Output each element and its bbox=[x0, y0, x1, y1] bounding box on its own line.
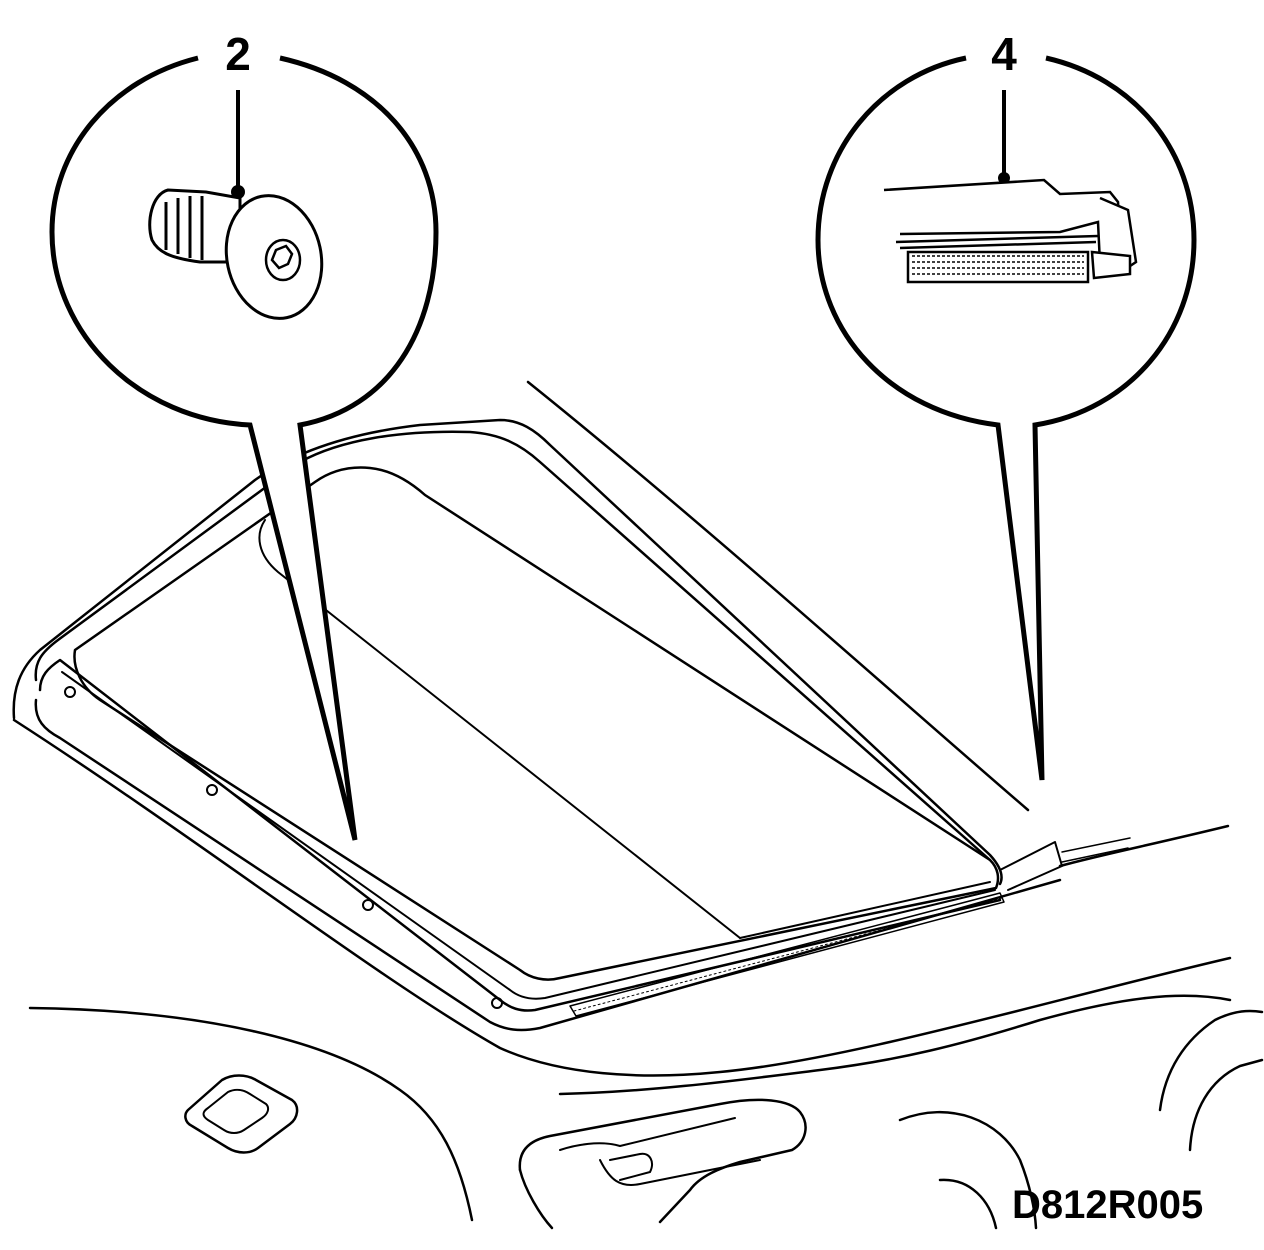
callout-2-bubble bbox=[49, 55, 439, 841]
screw-hole bbox=[64, 686, 76, 698]
right-trim-arc bbox=[1158, 1009, 1264, 1112]
callout-4-dot bbox=[998, 172, 1010, 184]
console-cylinder bbox=[609, 1152, 653, 1181]
seal-strip-hatch bbox=[573, 897, 1003, 1012]
dome-light bbox=[184, 1074, 299, 1154]
screw-hole bbox=[362, 899, 374, 911]
dome-light-inner bbox=[202, 1088, 270, 1134]
roof-panel-drawing bbox=[12, 380, 1264, 1230]
right-pillar-line bbox=[898, 1111, 1038, 1230]
torx-screw-icon bbox=[148, 188, 324, 320]
console-recess bbox=[559, 1117, 761, 1186]
callout-2: 2 bbox=[49, 28, 439, 841]
seal-channel bbox=[999, 841, 1063, 891]
frame-lower-rail bbox=[34, 698, 1062, 1032]
console-side bbox=[518, 1168, 554, 1230]
seal-strip-icon bbox=[883, 178, 1138, 284]
headliner-line-upper bbox=[12, 718, 1232, 1077]
right-trim-arc-inner bbox=[1188, 1058, 1264, 1152]
callout-4: 4 bbox=[815, 28, 1197, 781]
side-edge-line bbox=[1058, 824, 1230, 868]
roof-opening-edge bbox=[34, 430, 992, 862]
seal-channel-end bbox=[1061, 837, 1131, 863]
front-frame-rail-inner bbox=[61, 671, 996, 1000]
headliner-console-line bbox=[558, 994, 1232, 1096]
callout-4-label: 4 bbox=[991, 28, 1017, 80]
glass-inner-edge bbox=[258, 519, 741, 939]
callout-2-dot bbox=[231, 185, 245, 199]
roof-outer-contour bbox=[12, 418, 1003, 886]
right-pillar-line-2 bbox=[938, 1178, 998, 1230]
callout-2-label: 2 bbox=[225, 28, 251, 80]
headliner-line-lower bbox=[28, 1006, 474, 1222]
overhead-console bbox=[518, 1098, 807, 1224]
screw-hole bbox=[491, 997, 503, 1009]
seal-strip bbox=[569, 892, 1005, 1017]
sunroof-glass-panel bbox=[73, 466, 1000, 981]
drawing-code: D812R005 bbox=[1012, 1183, 1203, 1227]
glass-lower-edge bbox=[739, 881, 991, 939]
front-edge-line bbox=[526, 380, 1030, 812]
screw-hole bbox=[206, 784, 218, 796]
